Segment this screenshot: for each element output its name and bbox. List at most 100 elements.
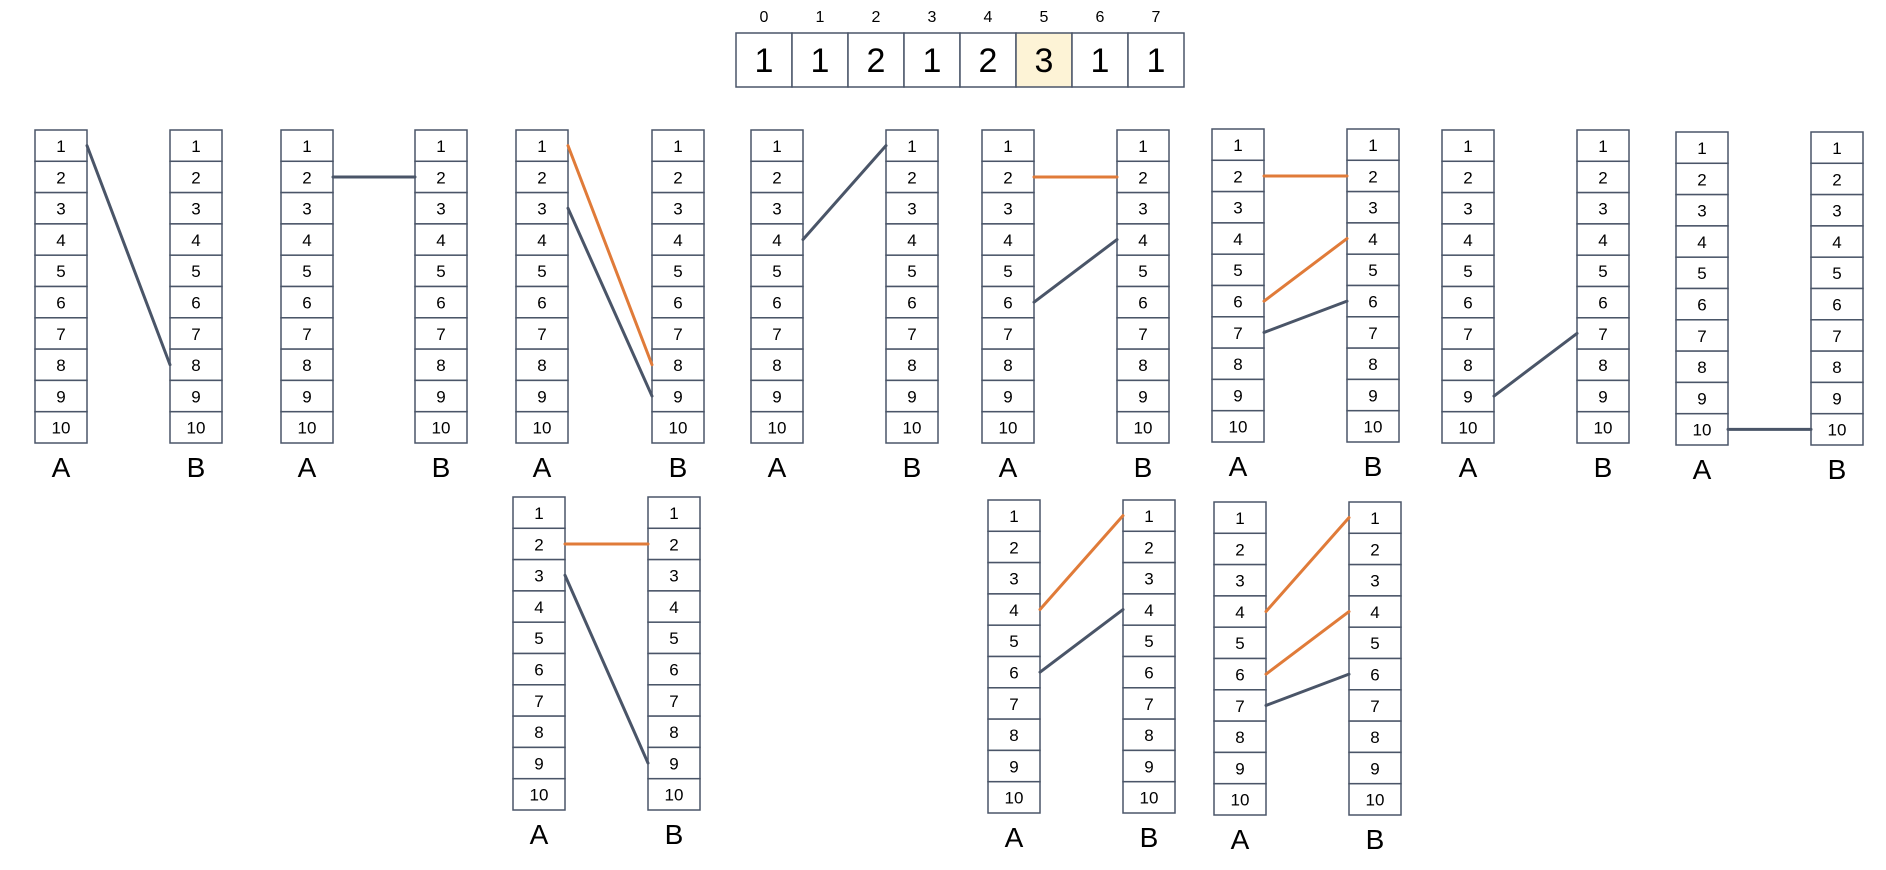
row-label: 8 (1832, 358, 1841, 377)
match-edge (1492, 331, 1579, 398)
row-label: 6 (1003, 294, 1012, 313)
row-label: 2 (56, 168, 65, 187)
row-label: 9 (1235, 759, 1244, 778)
row-label: 9 (1144, 757, 1153, 776)
column-cell (750, 379, 804, 413)
column-cell (1675, 131, 1729, 165)
row-label: 8 (56, 356, 65, 375)
column-cell (647, 621, 701, 655)
column-cell (651, 348, 705, 382)
column-label-left: A (533, 452, 552, 483)
column-cell (1810, 350, 1864, 384)
column-cell (1810, 131, 1864, 165)
array-cell (847, 32, 905, 88)
row-label: 6 (907, 294, 916, 313)
row-label: 6 (1009, 664, 1018, 683)
row-label: 6 (1235, 666, 1244, 685)
column-cell (512, 527, 566, 561)
match-edge (1038, 514, 1125, 612)
row-label: 5 (1368, 261, 1377, 280)
array-index: 2 (872, 9, 881, 26)
column-cell (515, 254, 569, 288)
column-cell (512, 684, 566, 717)
row-label: 8 (537, 356, 546, 375)
row-label: 6 (1370, 666, 1379, 685)
column-cell (1348, 689, 1402, 722)
row-label: 10 (1459, 419, 1478, 438)
array-index: 7 (1152, 9, 1161, 26)
column-cell (515, 317, 569, 350)
column-cell (1211, 378, 1265, 412)
row-label: 10 (533, 419, 552, 438)
match-edge (85, 144, 172, 367)
column-cell (1348, 626, 1402, 660)
row-label: 2 (669, 535, 678, 554)
row-label: 10 (999, 419, 1018, 438)
column-cell (280, 348, 334, 382)
row-label: 9 (1832, 389, 1841, 408)
column-label-left: A (1459, 452, 1478, 483)
column-cell (1346, 284, 1400, 318)
column-cell (1213, 501, 1267, 535)
column-cell (1576, 379, 1630, 413)
column-cell (885, 191, 939, 225)
row-label: 10 (1828, 421, 1847, 440)
row-label: 2 (537, 168, 546, 187)
column-cell (1213, 751, 1267, 785)
row-label: 7 (1832, 327, 1841, 346)
column-cell (280, 410, 334, 444)
row-label: 9 (1463, 387, 1472, 406)
row-label: 10 (1134, 419, 1153, 438)
row-label: 6 (534, 661, 543, 680)
column-cell (512, 746, 566, 780)
array-value: 1 (1147, 42, 1166, 80)
column-cell (1122, 655, 1176, 689)
column-cell (280, 254, 334, 288)
row-label: 8 (1598, 356, 1607, 375)
row-label: 4 (1463, 231, 1472, 250)
column-cell (512, 777, 566, 811)
match-edge (563, 573, 650, 765)
row-label: 1 (772, 137, 781, 156)
row-label: 1 (1832, 139, 1841, 158)
row-label: 6 (56, 294, 65, 313)
column-label-right: B (1594, 452, 1613, 483)
column-cell (1810, 319, 1864, 352)
array-index: 4 (984, 9, 993, 26)
column-cell (1346, 222, 1400, 255)
row-label: 1 (537, 137, 546, 156)
column-cell (987, 624, 1041, 658)
row-label: 2 (1463, 168, 1472, 187)
row-label: 6 (1598, 294, 1607, 313)
row-label: 1 (1368, 136, 1377, 155)
row-label: 8 (1138, 356, 1147, 375)
row-label: 9 (1138, 387, 1147, 406)
row-label: 2 (772, 168, 781, 187)
row-label: 2 (1003, 168, 1012, 187)
column-cell (987, 655, 1041, 689)
row-label: 10 (903, 419, 922, 438)
column-cell (1346, 316, 1400, 349)
column-cell (1810, 162, 1864, 196)
row-label: 2 (1233, 167, 1242, 186)
row-label: 5 (1598, 262, 1607, 281)
column-cell (987, 749, 1041, 783)
column-cell (1213, 720, 1267, 754)
row-label: 6 (772, 294, 781, 313)
column-cell (169, 285, 223, 319)
column-cell (1213, 532, 1267, 566)
column-cell (414, 348, 468, 382)
column-cell (512, 621, 566, 655)
row-label: 10 (1693, 421, 1712, 440)
